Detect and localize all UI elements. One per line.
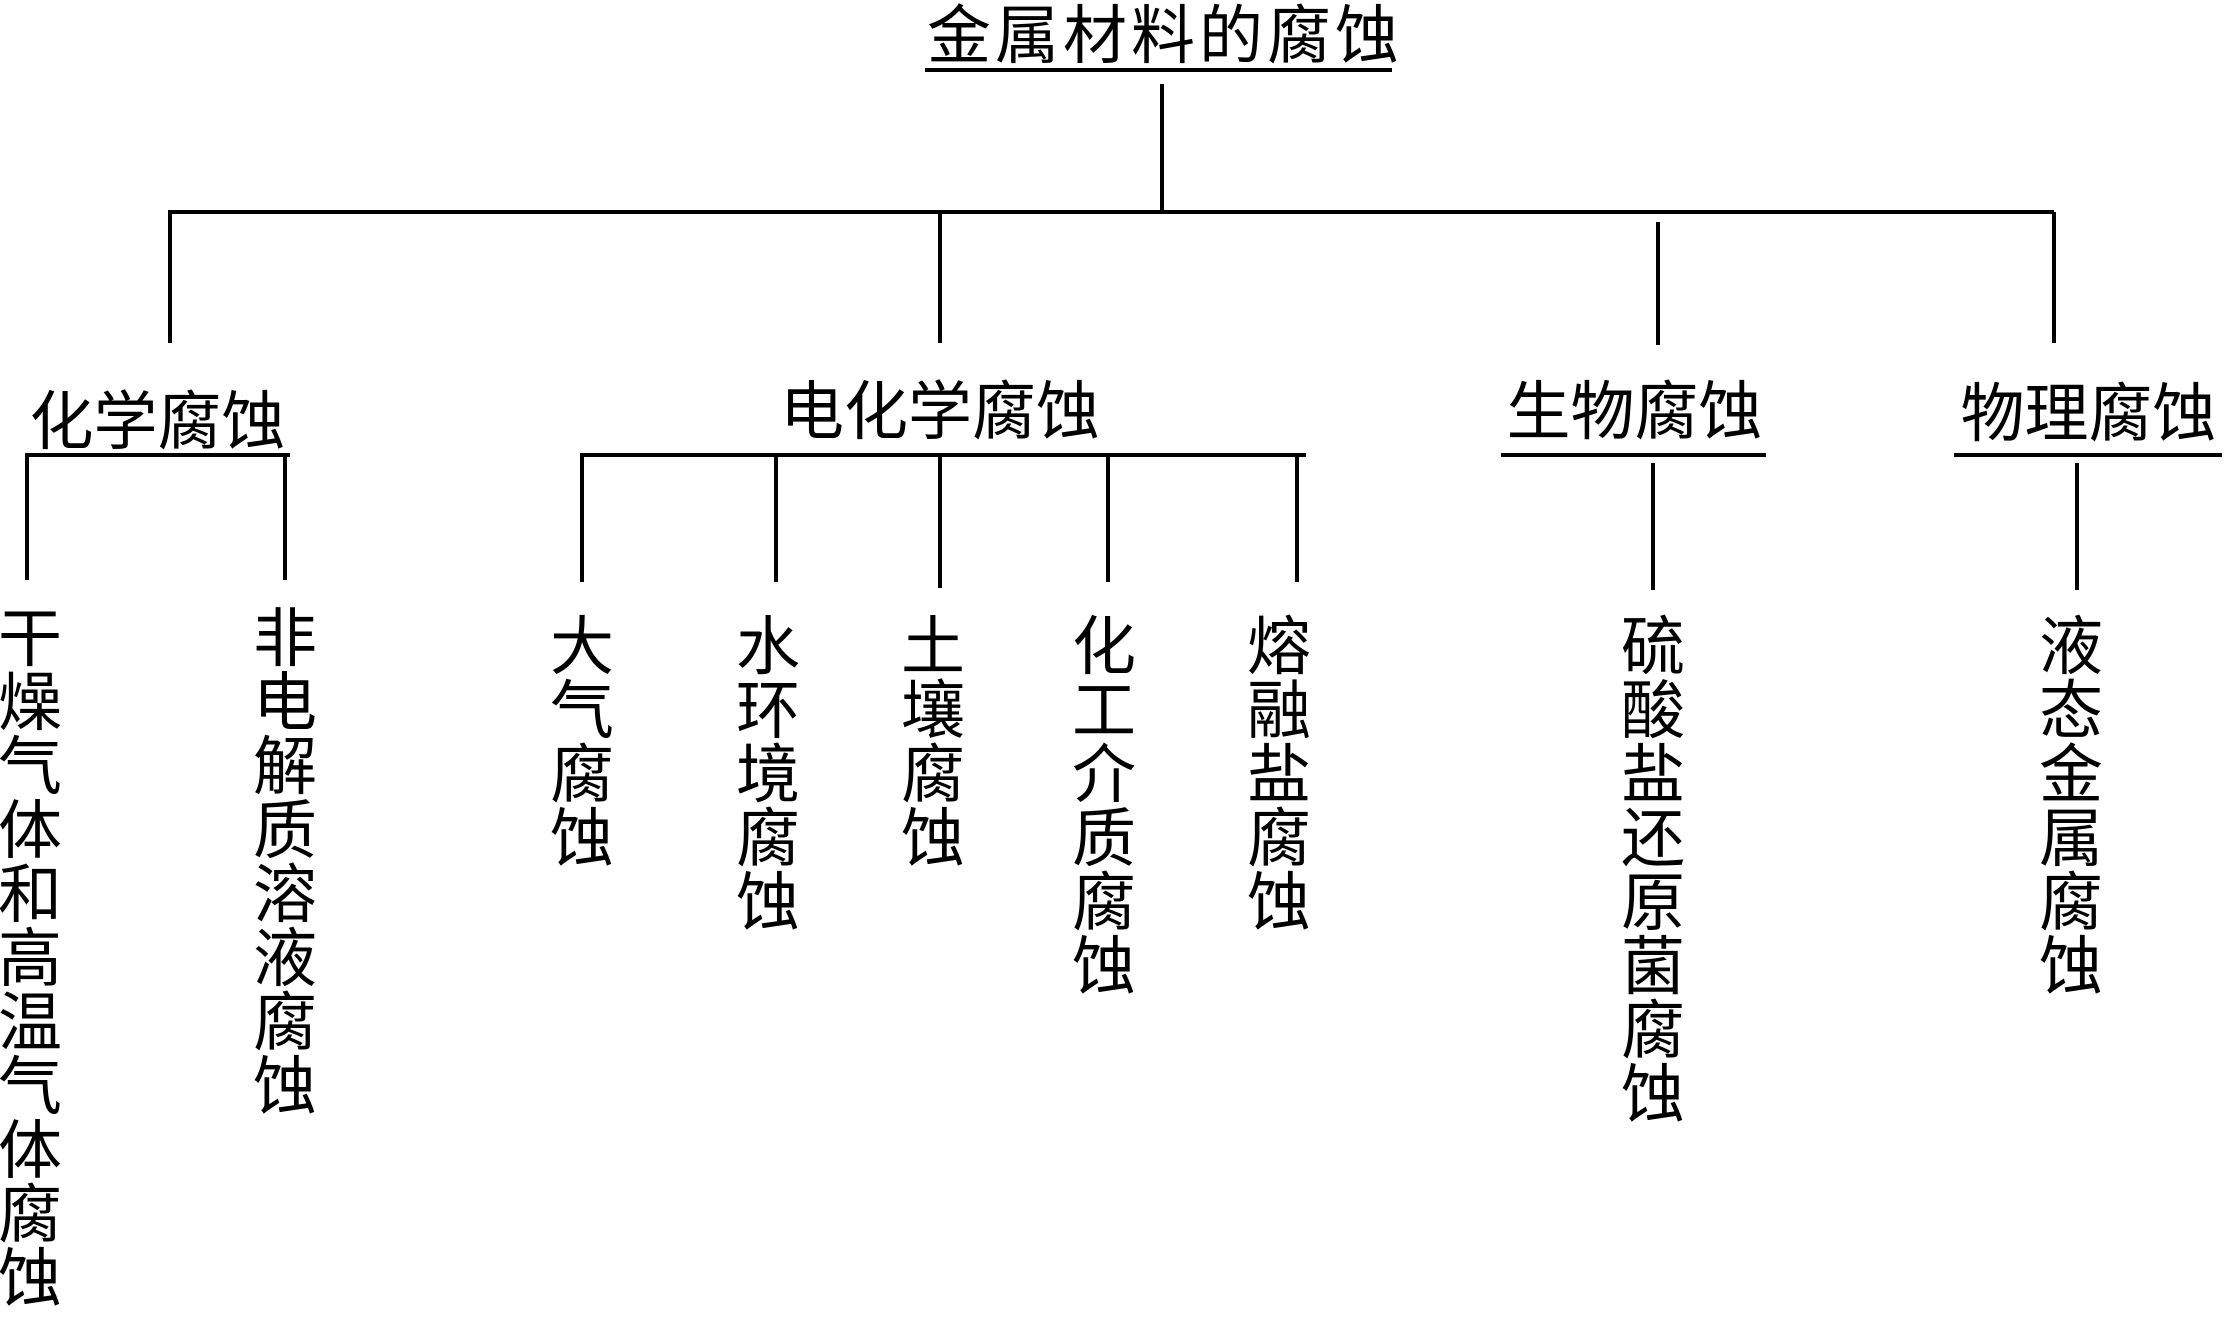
leaf-soil-corrosion: 土 壤 腐 蚀 bbox=[901, 611, 965, 877]
category-biological: 生物腐蚀 bbox=[1506, 376, 1763, 450]
leaf-dry-gas-high-temp-corrosion: 干 燥 气 体 和 高 温 气 体 腐 蚀 bbox=[0, 603, 62, 1317]
leaf-non-electrolyte-solution-corrosion: 非 电 解 质 溶 液 腐 蚀 bbox=[253, 603, 317, 1125]
leaf-atmospheric-corrosion: 大 气 腐 蚀 bbox=[550, 611, 614, 877]
leaf-liquid-metal-corrosion: 液 态 金 属 腐 蚀 bbox=[2039, 611, 2103, 1005]
leaf-water-environment-corrosion: 水 环 境 腐 蚀 bbox=[736, 611, 800, 941]
root-title: 金属材料的腐蚀 bbox=[927, 0, 1403, 74]
leaf-sulfate-reducing-bacteria-corrosion: 硫 酸 盐 还 原 菌 腐 蚀 bbox=[1621, 611, 1685, 1133]
category-electrochemical: 电化学腐蚀 bbox=[780, 376, 1100, 450]
leaf-molten-salt-corrosion: 熔 融 盐 腐 蚀 bbox=[1247, 611, 1311, 941]
leaf-chemical-medium-corrosion: 化 工 介 质 腐 蚀 bbox=[1072, 611, 1136, 1005]
category-physical: 物理腐蚀 bbox=[1960, 378, 2217, 452]
category-chemical: 化学腐蚀 bbox=[29, 386, 286, 460]
